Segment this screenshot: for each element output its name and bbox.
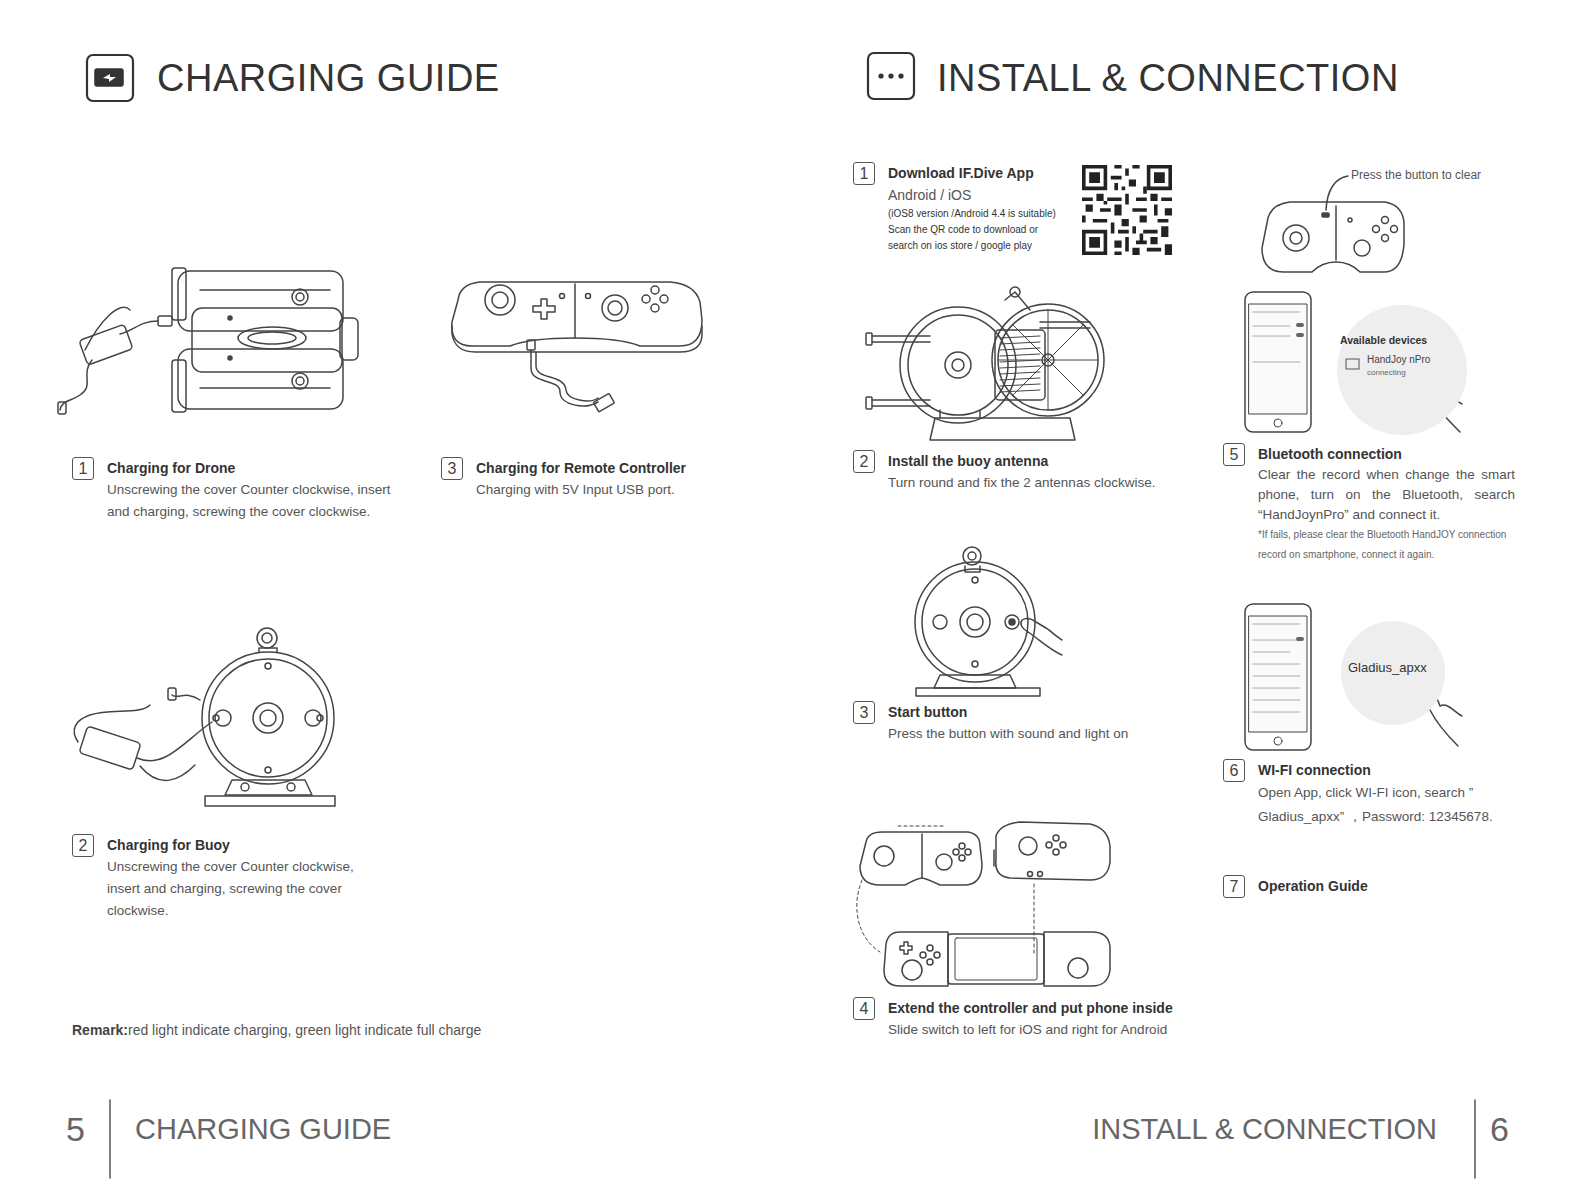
callout-text: Available devices [1340,334,1427,347]
step-body: Unscrewing the cover Counter clockwise, … [107,479,402,523]
step-body: Press the button with sound and light on [888,723,1163,745]
remark-heading: Remark: [72,1022,128,1039]
footer-title: CHARGING GUIDE [135,1112,391,1147]
step-item: 3Start buttonPress the button with sound… [853,701,1163,745]
step-number: 2 [853,450,875,473]
step-text: WI-FI connectionOpen App, click WI-FI ic… [1223,759,1523,829]
leader-note: Press the button to clear [1351,168,1481,182]
step-number: 1 [72,457,94,480]
step-number: 1 [853,162,875,185]
step-text: Charging for BuoyUnscrewing the cover Co… [72,834,372,922]
drone-drawing [58,268,358,414]
page-number: 6 [1490,1109,1509,1150]
step-text: Charging for Remote ControllerCharging w… [441,457,751,501]
step-number: 4 [853,997,875,1020]
header-icon [868,53,914,99]
step-number: 3 [441,457,463,480]
page-number: 5 [66,1109,85,1150]
step-heading: Charging for Drone [107,457,402,479]
phone-drawing [1245,604,1462,750]
page-title: CHARGING GUIDE [157,58,500,98]
step-text: Bluetooth connectionClear the record whe… [1223,443,1515,565]
step-body: (iOS8 version /Android 4.4 is suitable) … [888,206,1068,254]
callout-circle-fill [1337,305,1467,435]
step-item: 4 Extend the controller and put phone ins… [853,997,1193,1041]
battery-icon [95,69,123,86]
callout-text: Gladius_apxx [1348,660,1427,676]
step-body: Charging with 5V Input USB port. [476,479,751,501]
buoy-antenna-drawing [866,287,1104,440]
step-item: 1Charging for DroneUnscrewing the cover … [72,457,402,523]
step-number: 7 [1223,875,1245,898]
footer-rule [1474,1100,1476,1178]
step-body: Slide switch to left for iOS and right f… [888,1019,1193,1041]
callout-circle: Gladius_apxx [1340,620,1446,726]
step-text: Extend the controller and put phone insi… [853,997,1193,1041]
step-text: Download IF.Dive AppAndroid / iOS(iOS8 v… [853,162,1068,254]
step-item: 5Bluetooth connectionClear the record wh… [1223,443,1515,565]
extend-controller-drawing [857,822,1110,986]
step-body: *If fails, please clear the Bluetooth Ha… [1258,525,1515,565]
device-icon [1346,359,1359,369]
buoy-drawing [74,628,335,806]
step-heading: Operation Guide [1258,875,1423,897]
step-heading: Bluetooth connection [1258,443,1515,465]
step-number: 6 [1223,759,1245,782]
step-number: 2 [72,834,94,857]
step-heading: Start button [888,701,1163,723]
step-item: 2Install the buoy antennaTurn round and … [853,450,1183,494]
step-heading: WI-FI connection [1258,759,1523,781]
start-button-drawing [915,547,1062,696]
step-heading: Extend the controller and put phone insi… [888,997,1193,1019]
step-heading: Download IF.Dive App [888,162,1068,184]
step-text: Start buttonPress the button with sound … [853,701,1163,745]
step-item: 2Charging for BuoyUnscrewing the cover C… [72,834,372,922]
qr-code [1082,165,1172,255]
step-body: Unscrewing the cover Counter clockwise, … [107,856,372,922]
step-heading: Install the buoy antenna [888,450,1183,472]
step-text: Install the buoy antennaTurn round and f… [853,450,1183,494]
step-item: 6WI-FI connectionOpen App, click WI-FI i… [1223,759,1523,829]
step-text: Operation Guide [1223,875,1423,897]
section-title: INSTALL & CONNECTION [937,58,1399,98]
callout-text: connecting [1367,368,1406,378]
bolt-icon [103,74,116,82]
step-heading: Charging for Remote Controller [476,457,751,479]
footer-rule [109,1100,111,1178]
step-item: 1Download IF.Dive AppAndroid / iOS(iOS8 … [853,162,1068,254]
controller-drawing [452,282,702,412]
bluetooth-controller-drawing [1262,176,1404,272]
step-number: 5 [1223,443,1245,466]
step-number: 3 [853,701,875,724]
callout-text: HandJoy nPro [1367,354,1430,366]
header-icon [87,55,133,101]
callout-circle: Available devicesHandJoy nPro connecting [1336,304,1468,436]
step-body: Turn round and fix the 2 antennas clockw… [888,472,1183,494]
step-body: Android / iOS [888,184,1068,206]
step-item: 3Charging for Remote ControllerCharging … [441,457,751,501]
remark-text: red light indicate charging, green light… [128,1022,481,1039]
footer-title: INSTALL & CONNECTION [1092,1112,1437,1147]
step-text: Charging for DroneUnscrewing the cover C… [72,457,402,523]
step-item: 7 Operation Guide [1223,875,1423,897]
step-heading: Charging for Buoy [107,834,372,856]
callout-circle-fill [1341,621,1445,725]
step-body: Open App, click WI-FI icon, search ” Gla… [1258,781,1523,829]
step-body: Clear the record when change the smart p… [1258,465,1515,525]
